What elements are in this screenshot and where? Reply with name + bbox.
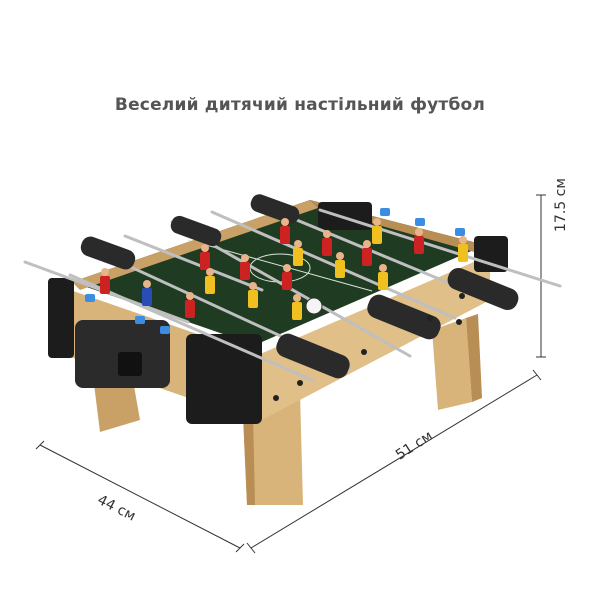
table-front-side (258, 255, 490, 422)
players-blue (142, 288, 152, 306)
goal-corners (48, 202, 508, 424)
blue-bumpers (85, 208, 465, 334)
players-yellow (205, 226, 468, 320)
height-dimension-label: 17.5 см (553, 178, 569, 232)
product-title: Веселий дитячий настільний футбол (114, 95, 486, 115)
length-line (250, 374, 538, 549)
ball (305, 297, 323, 315)
player-heads (101, 218, 467, 302)
side-screws (273, 293, 465, 401)
width-line (39, 444, 241, 549)
players-red (100, 226, 424, 318)
rod-handles (80, 194, 519, 379)
dimension-lines (35, 194, 546, 554)
